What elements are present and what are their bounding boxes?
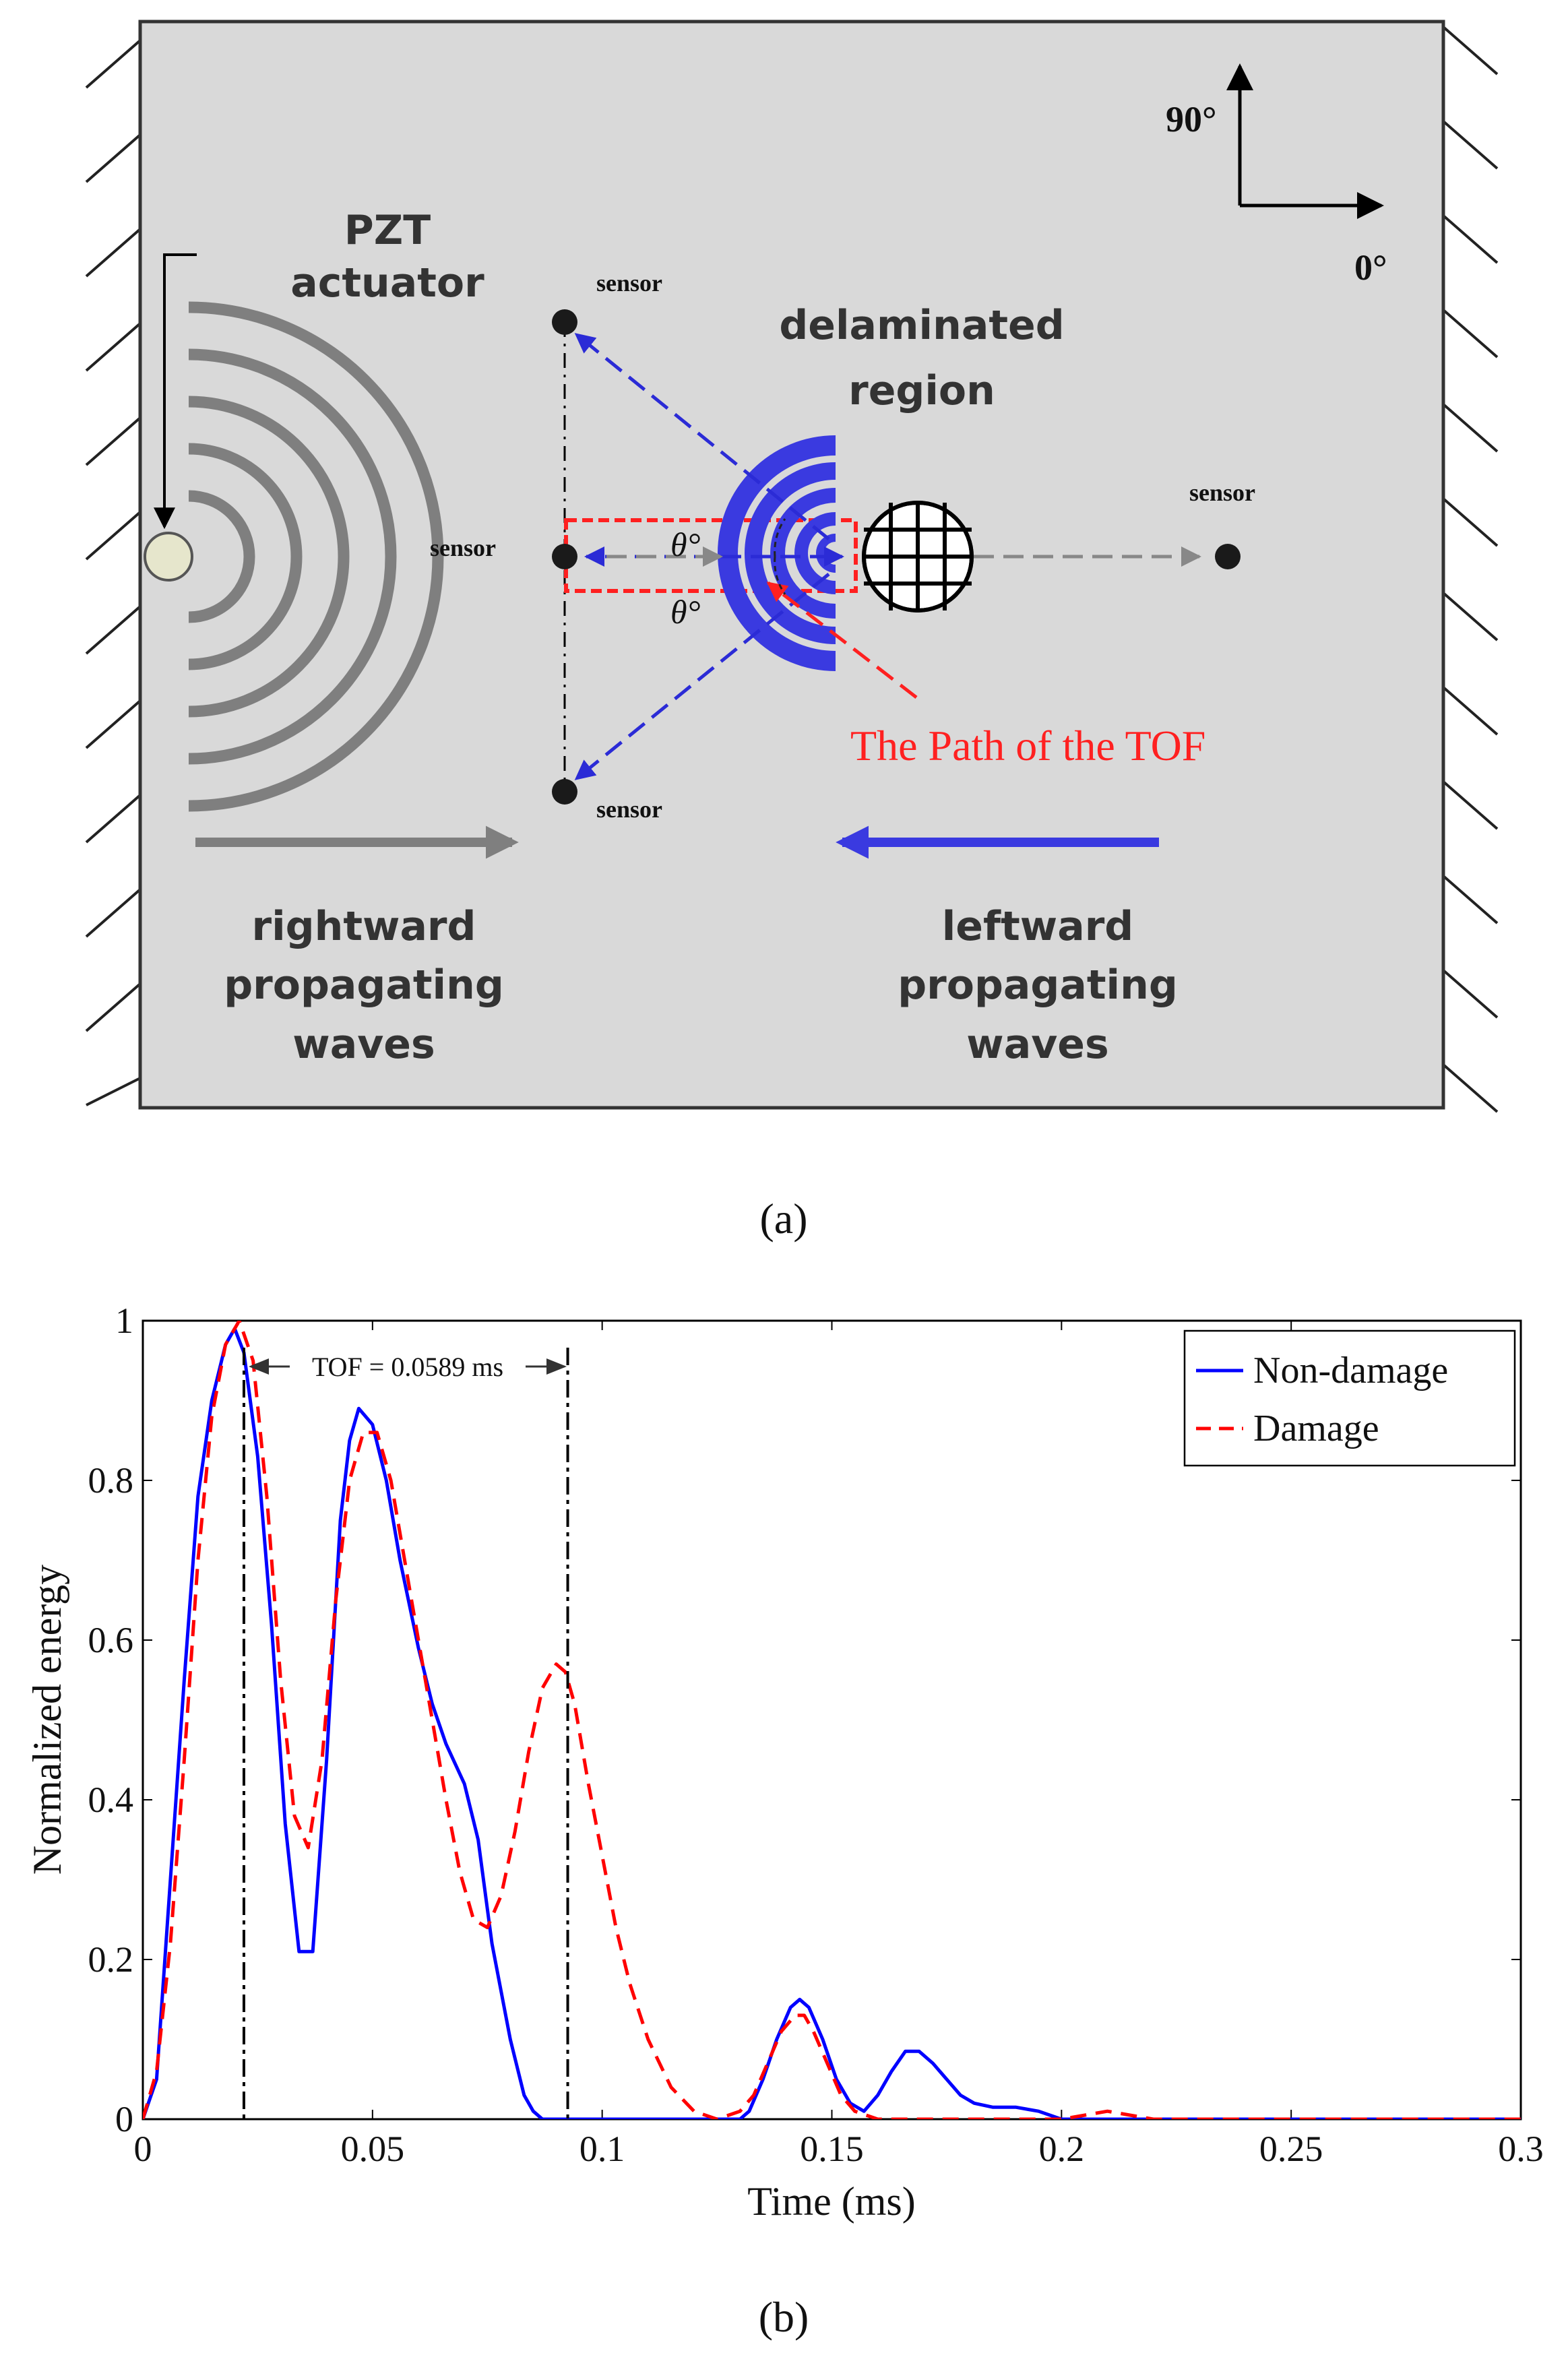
legend-box (1183, 1329, 1516, 1467)
direction-90-label: 90° (1166, 99, 1217, 139)
sensor-right (1215, 544, 1241, 569)
pzt-actuator (144, 532, 193, 582)
y-tick-label: 1 (115, 1300, 133, 1341)
series-line-non-damage (143, 1327, 1521, 2119)
leftward-label-line3: waves (966, 1021, 1108, 1068)
x-axis-label: Time (ms) (747, 2179, 916, 2224)
sensor-bottom-label: sensor (596, 796, 662, 823)
sensor-right-label: sensor (1189, 479, 1255, 506)
x-tick-label: 0.2 (1039, 2129, 1085, 2169)
theta-arc-upper (774, 518, 786, 557)
y-tick-label: 0.2 (88, 1939, 134, 1980)
direction-0-label: 0° (1354, 247, 1387, 288)
sensor-bottom (552, 779, 577, 805)
y-tick-label: 0.6 (88, 1620, 134, 1660)
y-tick-label: 0.4 (88, 1780, 134, 1820)
rightward-label-line1: rightward (252, 903, 476, 950)
x-tick-label: 0 (134, 2129, 152, 2169)
figure-a: 90° 0° PZT actuator (85, 20, 1499, 1113)
left-clamp-hatch (85, 39, 142, 1106)
sensor-top (552, 309, 577, 335)
leftward-label-line2: propagating (898, 962, 1178, 1009)
series-group (143, 1321, 1521, 2119)
delaminated-label-line2: region (848, 367, 995, 414)
actuator-label-line1: PZT (344, 207, 431, 254)
right-clamp-hatch (1442, 26, 1499, 1113)
leftward-label-line1: leftward (942, 903, 1134, 950)
figure-b-chart: 0 0.05 0.1 0.15 0.2 0.25 0.3 0 0.2 0.4 0.6 0.8 1 TOF… (25, 1300, 1544, 2224)
sensor-middle (552, 544, 577, 569)
tof-path-label: The Path of the TOF (850, 722, 1205, 770)
caption-a: (a) (759, 1195, 807, 1243)
theta-lower: θ° (670, 593, 701, 631)
caption-b: (b) (759, 2293, 809, 2341)
x-tick-label: 0.15 (800, 2129, 864, 2169)
rightward-label-line2: propagating (224, 962, 504, 1009)
delaminated-region (862, 501, 974, 613)
delaminated-label-line1: delaminated (779, 302, 1064, 349)
rightward-label-line3: waves (292, 1021, 435, 1068)
sensor-middle-label: sensor (430, 534, 496, 561)
rightward-wave-arcs (188, 301, 444, 812)
x-tick-label: 0.1 (579, 2129, 625, 2169)
y-tick-label: 0 (115, 2099, 133, 2139)
wave-paths (574, 333, 1201, 780)
y-tick-label: 0.8 (88, 1460, 134, 1501)
y-axis-label: Normalized energy (25, 1565, 69, 1875)
x-tick-label: 0.3 (1498, 2129, 1544, 2169)
sensor-top-label: sensor (596, 270, 662, 296)
actuator-label-line2: actuator (290, 259, 484, 307)
tof-annotation: TOF = 0.0589 ms (312, 1352, 503, 1382)
x-tick-label: 0.25 (1259, 2129, 1323, 2169)
actuator-pointer (154, 253, 197, 530)
series-line-damage (143, 1321, 1521, 2119)
theta-arc-lower (774, 556, 786, 595)
theta-upper: θ° (670, 526, 701, 563)
direction-axes (1226, 63, 1384, 219)
legend-label-damage: Damage (1253, 1408, 1379, 1449)
legend-label-non-damage: Non-damage (1253, 1350, 1448, 1391)
legend: Non-damage Damage (1183, 1329, 1516, 1467)
axis-ticks: 0 0.05 0.1 0.15 0.2 0.25 0.3 0 0.2 0.4 0.6 0.8 1 (88, 1300, 1544, 2169)
x-tick-label: 0.05 (341, 2129, 405, 2169)
